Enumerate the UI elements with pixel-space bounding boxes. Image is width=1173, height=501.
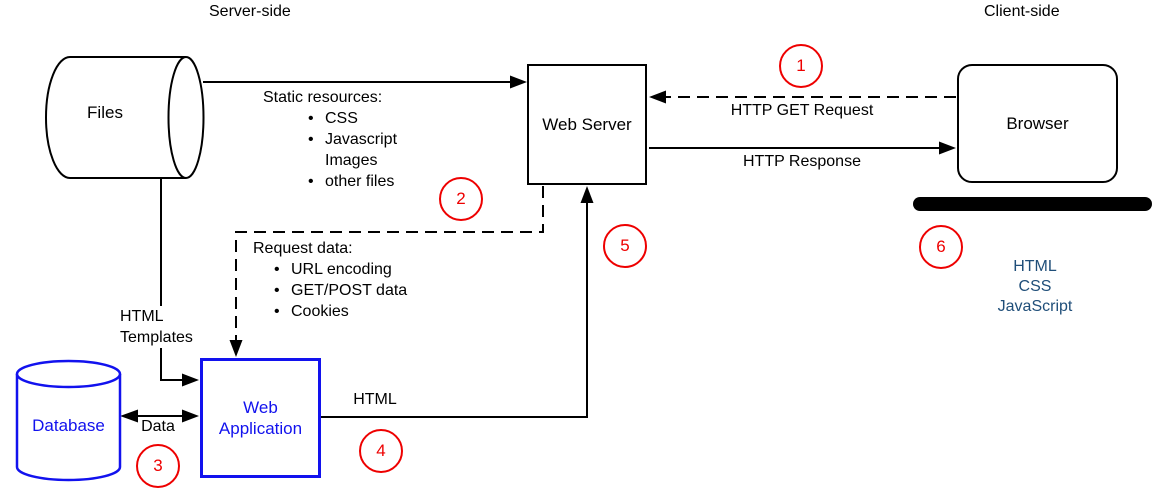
files-cylinder-body bbox=[45, 56, 186, 179]
html-templates-label-line2: Templates bbox=[120, 329, 193, 346]
http-response-label: HTTP Response bbox=[743, 153, 861, 170]
step-number-1: 1 bbox=[796, 56, 806, 75]
http-get-request-label: HTTP GET Request bbox=[730, 102, 874, 119]
web-server-label: Web Server bbox=[542, 115, 632, 134]
browser-label: Browser bbox=[1006, 114, 1069, 133]
html-to-webserver-line bbox=[321, 203, 588, 418]
static-resources-note: Static resources: CSS Javascript Images … bbox=[263, 87, 397, 192]
request-data-arrowhead bbox=[229, 340, 243, 357]
static-resources-title: Static resources: bbox=[263, 89, 383, 106]
client-stack-html: HTML bbox=[1013, 258, 1057, 275]
step-badge-3: 3 bbox=[136, 444, 180, 488]
request-data-item-get-post-data: GET/POST data bbox=[274, 280, 407, 301]
request-data-note: Request data: URL encoding GET/POST data… bbox=[253, 238, 407, 322]
data-exchange-right-arrowhead bbox=[182, 409, 199, 423]
client-stack-javascript: JavaScript bbox=[997, 298, 1073, 315]
static-resources-item-css: CSS bbox=[308, 108, 397, 129]
data-label: Data bbox=[141, 418, 175, 435]
request-data-item-cookies: Cookies bbox=[274, 301, 407, 322]
request-data-line bbox=[235, 186, 544, 341]
step-badge-4: 4 bbox=[359, 429, 403, 473]
database-label: Database bbox=[32, 416, 105, 435]
files-label: Files bbox=[87, 103, 123, 122]
step-badge-6: 6 bbox=[919, 225, 963, 269]
web-application-label-line1: Web bbox=[243, 398, 278, 417]
step-number-6: 6 bbox=[936, 237, 946, 256]
web-application-label-line2: Application bbox=[218, 419, 303, 438]
server-side-title: Server-side bbox=[209, 3, 291, 20]
html-templates-label: HTML Templates bbox=[118, 306, 195, 348]
files-to-webapp-arrowhead bbox=[182, 373, 199, 387]
step-number-3: 3 bbox=[153, 456, 163, 475]
static-resources-item-other-files: other files bbox=[308, 171, 397, 192]
laptop-base-icon bbox=[913, 197, 1152, 211]
files-cylinder-cap bbox=[167, 56, 205, 179]
files-to-webserver-arrowhead bbox=[510, 75, 527, 89]
step-number-2: 2 bbox=[456, 189, 466, 208]
static-resources-item-javascript: Javascript bbox=[308, 129, 397, 150]
browser-node: Browser bbox=[957, 64, 1118, 183]
web-server-node: Web Server bbox=[527, 64, 647, 185]
files-to-webapp-line bbox=[160, 179, 182, 381]
step-badge-1: 1 bbox=[779, 44, 823, 88]
step-number-5: 5 bbox=[620, 236, 630, 255]
request-data-title: Request data: bbox=[253, 240, 353, 257]
html-edge-label: HTML bbox=[353, 391, 397, 408]
client-stack-note: HTML CSS JavaScript bbox=[975, 257, 1095, 317]
data-exchange-left-arrowhead bbox=[120, 409, 138, 423]
step-number-4: 4 bbox=[376, 441, 386, 460]
step-badge-5: 5 bbox=[603, 224, 647, 268]
client-stack-css: CSS bbox=[1018, 278, 1052, 295]
html-templates-label-line1: HTML bbox=[120, 308, 164, 325]
http-response-arrowhead bbox=[939, 141, 956, 155]
step-badge-2: 2 bbox=[439, 177, 483, 221]
html-to-webserver-arrowhead bbox=[580, 186, 594, 203]
database-cylinder-body bbox=[15, 374, 122, 482]
static-resources-item-images: Images bbox=[325, 152, 378, 169]
request-data-item-url-encoding: URL encoding bbox=[274, 259, 407, 280]
web-application-node: Web Application bbox=[200, 358, 321, 478]
client-side-title: Client-side bbox=[984, 3, 1060, 20]
http-get-request-arrowhead bbox=[649, 90, 666, 104]
database-cylinder-cap bbox=[15, 359, 122, 389]
